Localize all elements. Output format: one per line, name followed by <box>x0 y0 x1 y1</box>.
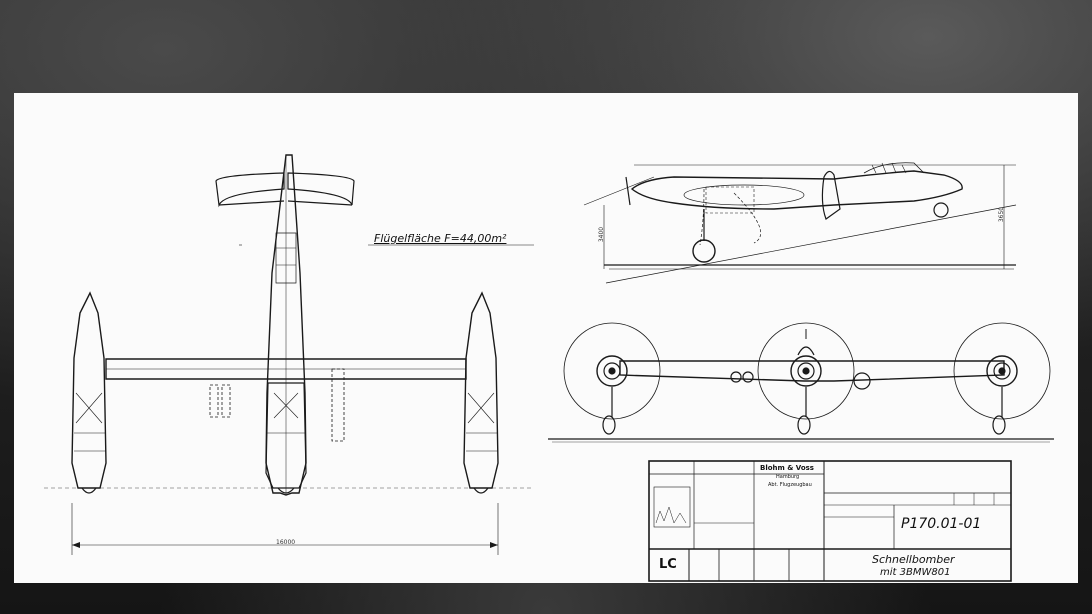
drawing-sheet: Flügelfläche F=44,00m² 16000 3400 3650 B… <box>14 93 1078 583</box>
company-dept: Abt. Flugzeugbau <box>768 482 812 488</box>
company-city: Hamburg <box>776 474 800 480</box>
wing-area-label: Flügelfläche F=44,00m² <box>374 232 507 245</box>
height-dimension-left: 3400 <box>598 226 606 243</box>
company-name: Blohm & Voss <box>760 464 814 472</box>
title-block <box>648 460 1012 582</box>
height-dimension-right: 3650 <box>998 206 1006 223</box>
side-view <box>583 162 1017 284</box>
span-dimension: 16000 <box>276 539 296 546</box>
top-view <box>44 154 534 555</box>
code-cell: LC <box>659 557 677 572</box>
designation: Schnellbomber <box>872 553 955 566</box>
drawing-number: P170.01-01 <box>901 516 982 532</box>
front-view <box>548 322 1054 443</box>
engine-designation: mit 3BMW801 <box>880 567 951 578</box>
blueprint-drawing <box>44 154 1054 582</box>
